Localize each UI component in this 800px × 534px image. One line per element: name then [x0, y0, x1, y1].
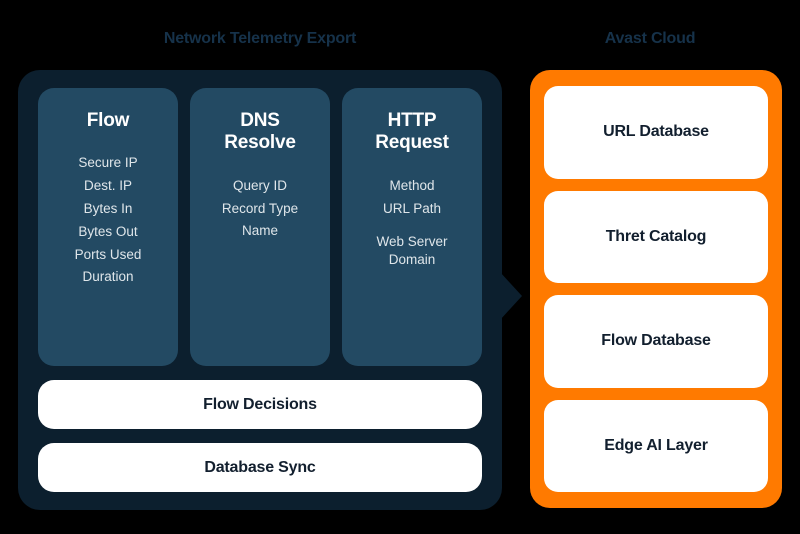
flow-arrow-icon: [500, 272, 522, 320]
column-items-dns-resolve: Query ID Record Type Name: [198, 177, 322, 240]
right-panel-title: Avast Cloud: [604, 30, 696, 47]
column-heading-flow: Flow: [86, 110, 130, 131]
database-sync-label: Database Sync: [204, 458, 316, 476]
column-item: URL Path: [382, 200, 442, 216]
flow-decisions-bar: Flow Decisions: [38, 380, 482, 429]
telemetry-export-content: Flow Secure IP Dest. IP Bytes In Bytes O…: [38, 88, 482, 492]
cloud-card-url-database: URL Database: [544, 86, 768, 179]
column-item: Query ID: [232, 177, 287, 193]
column-item: Dest. IP: [83, 178, 132, 194]
cloud-card-label: Flow Database: [601, 332, 711, 350]
column-item: Record Type: [221, 200, 299, 216]
column-item: Bytes Out: [78, 223, 138, 239]
column-item: Bytes In: [83, 201, 133, 217]
cloud-card-thret-catalog: Thret Catalog: [544, 190, 768, 283]
cloud-card-edge-ai-layer: Edge AI Layer: [544, 399, 768, 492]
left-panel-title: Network Telemetry Export: [163, 30, 357, 47]
database-sync-bar: Database Sync: [38, 443, 482, 492]
column-item: Name: [241, 223, 278, 239]
flow-decisions-label: Flow Decisions: [203, 395, 317, 413]
column-item: Duration: [82, 269, 134, 285]
column-items-http-request: Method URL Path Web Server Domain: [350, 177, 474, 269]
telemetry-column-dns-resolve: DNS Resolve Query ID Record Type Name: [190, 88, 330, 366]
cloud-card-label: URL Database: [603, 123, 709, 141]
column-heading-http-request: HTTP Request: [375, 110, 449, 154]
column-item: Method: [389, 177, 435, 193]
cloud-card-flow-database: Flow Database: [544, 295, 768, 388]
telemetry-export-panel: Flow Secure IP Dest. IP Bytes In Bytes O…: [18, 70, 502, 510]
column-heading-dns-resolve: DNS Resolve: [224, 110, 296, 154]
avast-cloud-panel: URL Database Thret Catalog Flow Database…: [530, 70, 782, 508]
column-item: Ports Used: [74, 246, 142, 262]
column-item: Secure IP: [78, 155, 138, 171]
column-item: Web Server Domain: [376, 234, 448, 268]
telemetry-column-flow: Flow Secure IP Dest. IP Bytes In Bytes O…: [38, 88, 178, 366]
cloud-card-label: Thret Catalog: [605, 227, 707, 245]
column-items-flow: Secure IP Dest. IP Bytes In Bytes Out Po…: [46, 154, 170, 286]
telemetry-columns: Flow Secure IP Dest. IP Bytes In Bytes O…: [38, 88, 482, 366]
telemetry-column-http-request: HTTP Request Method URL Path Web Server …: [342, 88, 482, 366]
cloud-card-label: Edge AI Layer: [604, 436, 708, 454]
